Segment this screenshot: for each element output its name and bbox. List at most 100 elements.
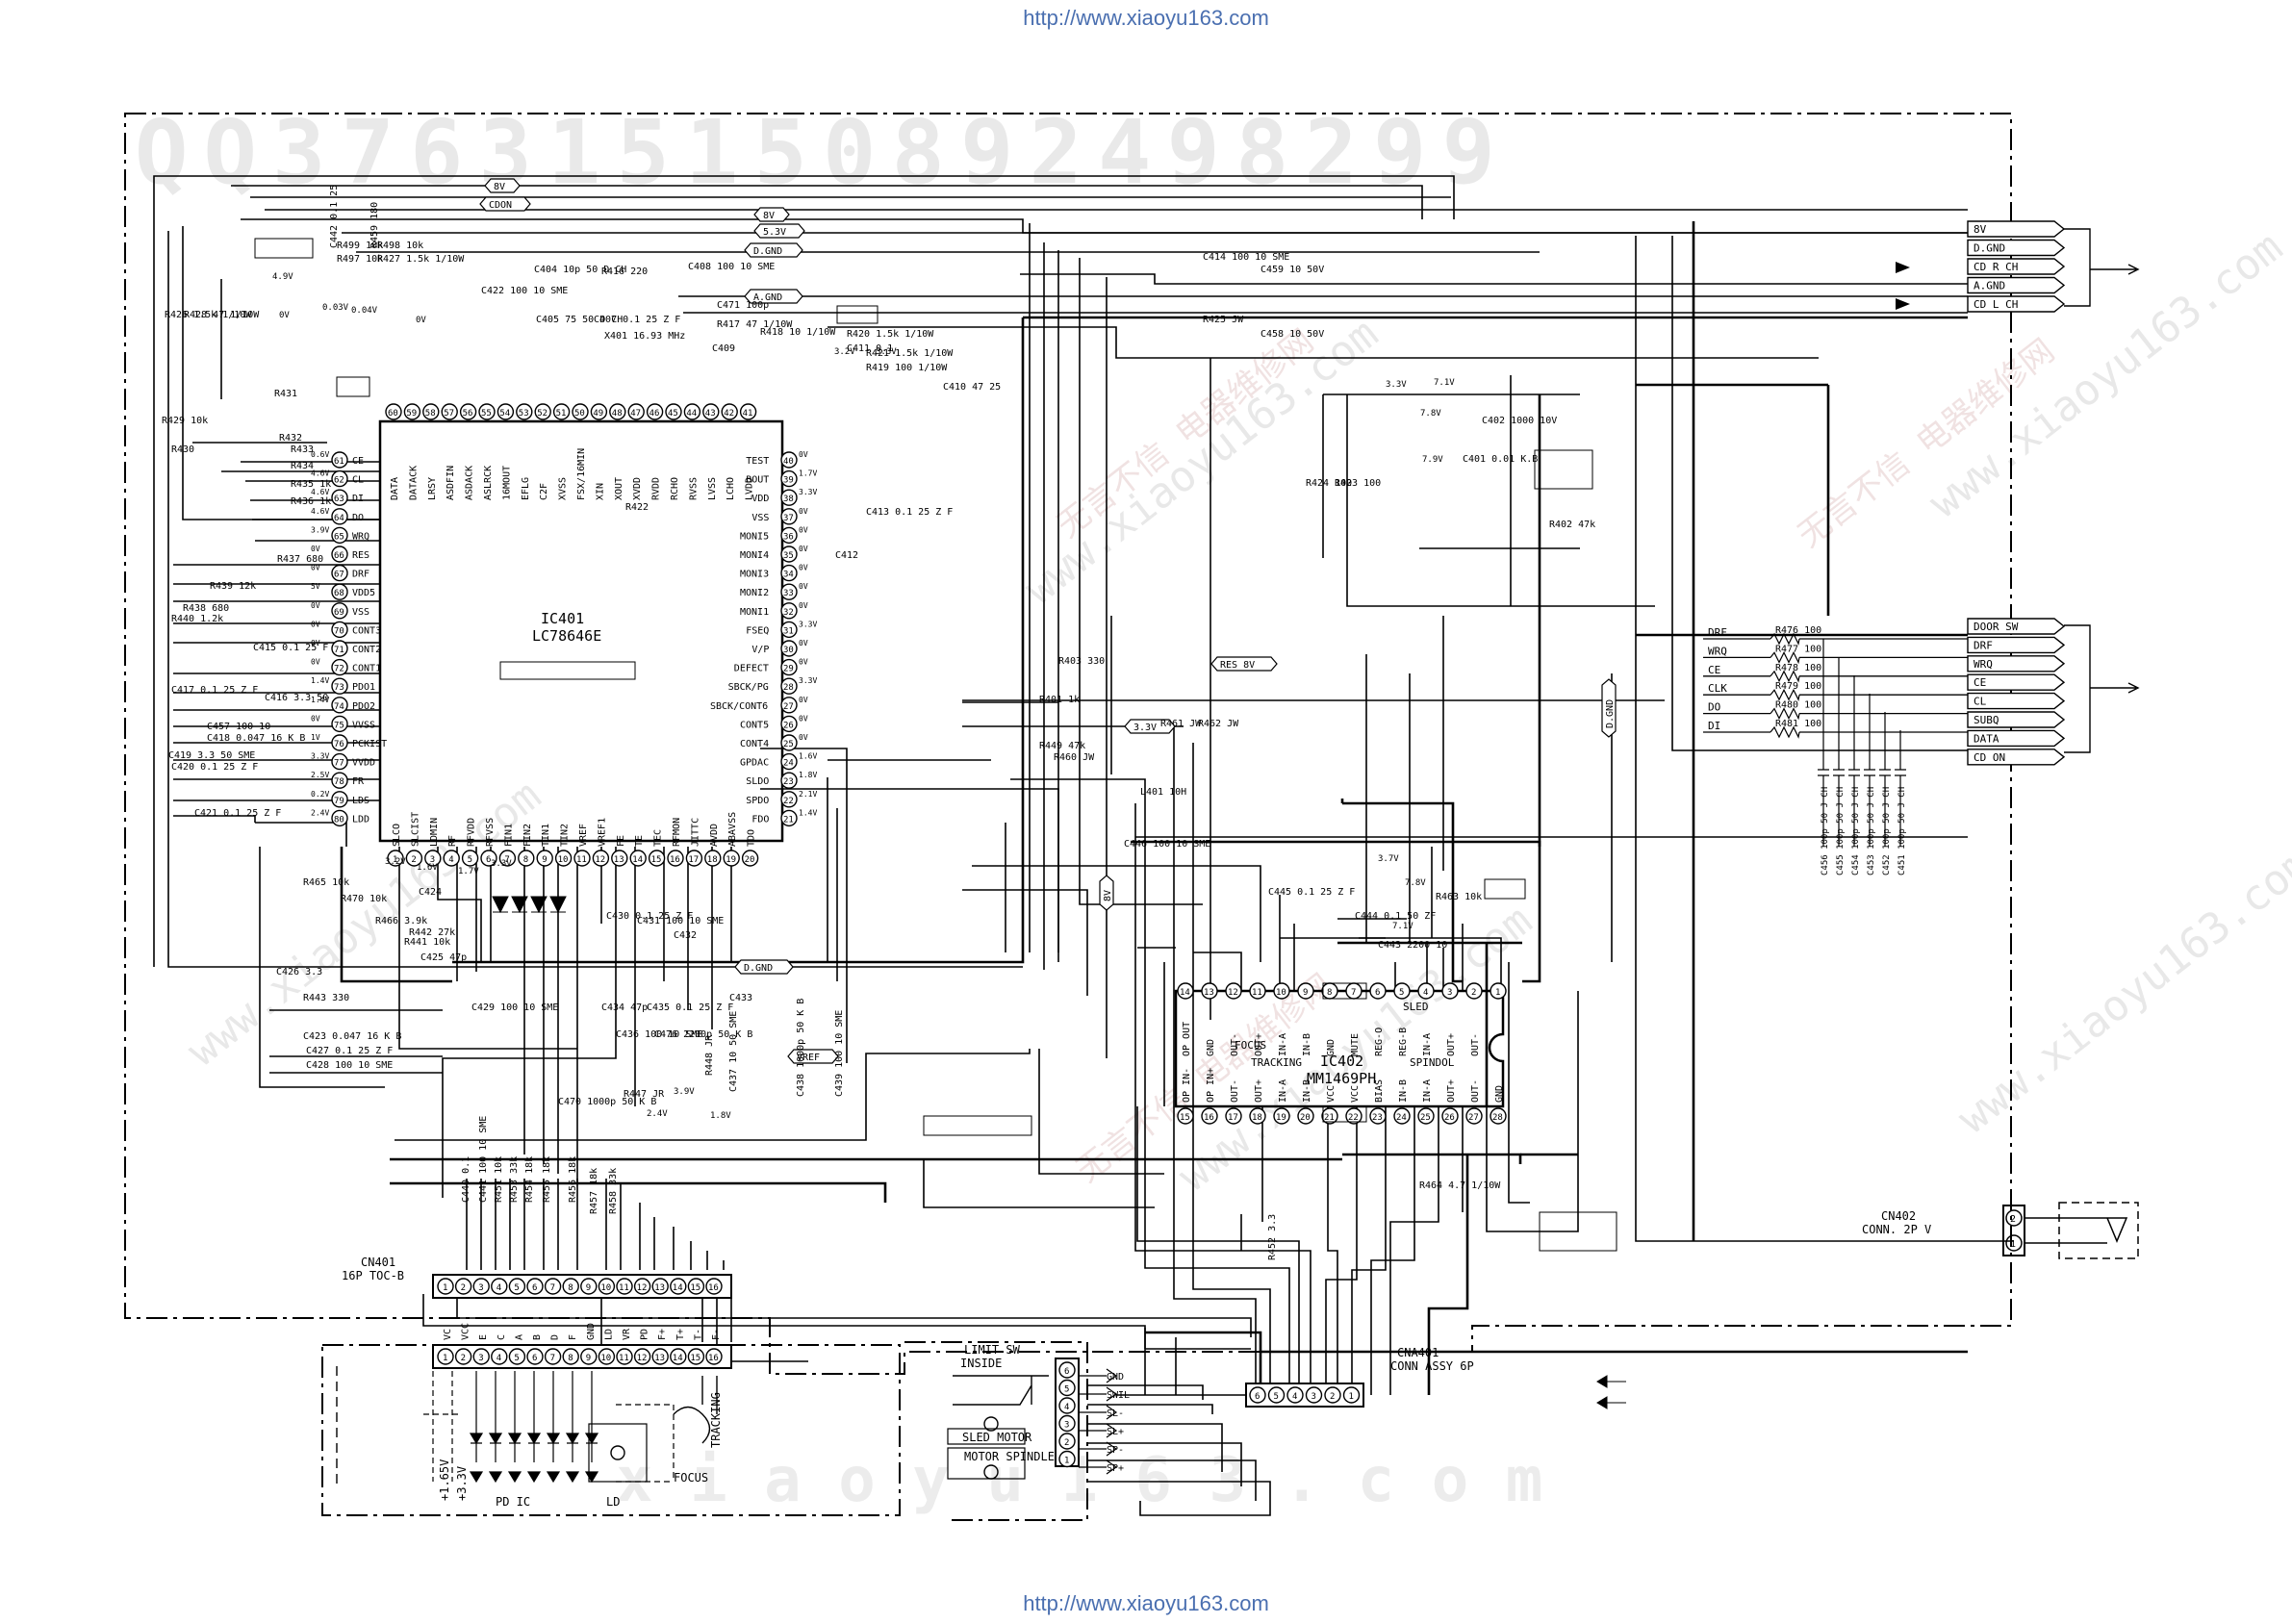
ic402-pin-top-num: 5 [1399,988,1404,998]
cn401-pin-num: 16 [708,1354,719,1363]
ic401-pin-bottom-num: 11 [576,855,587,865]
ic402-pin-bottom-num: 24 [1396,1113,1407,1123]
ic402-pin-bottom [1177,1107,1194,1125]
ic401-pin-left [331,677,348,695]
source-url-bottom[interactable]: http://www.xiaoyu163.com [1023,1591,1269,1615]
source-url-top[interactable]: http://www.xiaoyu163.com [1023,6,1269,30]
ic401-pin-name: SLCIST [410,812,420,847]
ic401-pin-name: DEFECT [734,664,769,674]
ic402-pin-name: IN-B [1398,1079,1409,1103]
cn401-pin-num: 15 [690,1354,700,1363]
voltage-label: 7.1V [1392,922,1413,931]
cn401-pin-num: 2 [461,1354,466,1363]
rail-tag-text: 8V [1103,890,1113,901]
ic401-pin-bottom [518,850,535,867]
output-pin-mid [1967,692,2066,710]
watermark-digit: 1 [548,101,600,204]
spindle-motor-box [947,1447,1026,1480]
ic402-pin-name: OUT- [1230,1079,1240,1103]
ic401-pin-right-num: 27 [783,702,794,712]
ic401-pin-right-num: 24 [783,759,794,769]
ic401-pin-top-num: 58 [425,409,436,419]
ic401-pin-voltage: 1.6V [799,752,817,761]
ic401-pin-voltage: 0V [799,450,808,459]
cn401-pin-num: 9 [586,1283,591,1293]
wire [173,815,347,847]
wire [182,226,380,520]
wire [241,218,1968,234]
ic401-pin-right-num: 29 [783,665,794,674]
cna401-pin [1324,1386,1341,1404]
mech-pin-num: 3 [1064,1421,1069,1431]
ic402-body [1174,989,1505,1108]
ic401-pin-left-num: 79 [334,797,344,806]
ic401-pin-right [780,526,798,545]
watermark-digit: 7 [342,101,395,204]
ic401-pin-right [780,583,798,600]
ic401-pin-name: RFVSS [485,818,496,847]
watermark-digit: 8 [1235,101,1288,204]
voltage-label: 1.7V [458,867,479,876]
ic401-pin-top [385,403,402,420]
pickup-tracking-label: TRACKING [709,1392,723,1448]
ic402-pin-top [1201,982,1218,1000]
ic401-pin-left [331,640,348,657]
ic401-pin-bottom [592,850,610,867]
ic401-pin-bottom-num: 2 [411,855,416,865]
rail-tag-text: 5.3V [763,227,786,238]
ic401-pin-bottom-num: 18 [707,855,718,865]
ic402-group-label: FOCUS [1235,1039,1266,1052]
cn401-label: CN401 [361,1256,395,1269]
ic401-pin-name: FIN2 [522,824,533,847]
component-label: C435 0.1 25 Z F [647,1002,733,1013]
watermark-digit: 9 [1373,101,1426,204]
ic401-pin-right-num: 22 [783,797,794,806]
mech-line-label: GND [1107,1372,1124,1383]
ic401-pin-left [331,772,348,789]
cn401-pin-num: 13 [654,1354,665,1363]
ctrl-cap-label: C451 100p 50 J CH [1897,787,1907,875]
ic401-pin-name: DRF [352,570,369,580]
ic401-pin-name: FSEQ [746,625,769,636]
pickup-wire [423,1371,675,1483]
ic401-pin-name: AVDD [709,824,720,847]
ic401-pin-name: ASLRCK [483,466,494,500]
ic401-pin-bottom-num: 13 [614,855,624,865]
cn401-pin [598,1348,616,1365]
component-label: C444 0.1 50 ZF [1355,911,1436,922]
component-label: C427 0.1 25 Z F [306,1046,393,1056]
ic401-pin-top [552,403,571,420]
ic401-pin-right [780,677,798,695]
cn401-pin [454,1278,472,1295]
component-label: R460 JW [1054,752,1095,763]
component-label: R461 JW [1160,719,1202,729]
limit-sw-label: LIMIT SW [964,1343,1021,1357]
ic401-pin-bottom-num: 15 [651,855,662,865]
ic401-pin-name: LDS [352,796,369,806]
cn401-pin [580,1278,598,1295]
ic402-pin-top-num: 3 [1447,988,1452,998]
ic401-pin-bottom [629,850,647,867]
wire [173,564,380,585]
rail-tag [744,289,803,304]
photodiode [565,1371,580,1484]
ic401-pin-left [331,489,348,506]
ic401-pin-name: FSX/16MIN [576,448,587,500]
component-label: C433 [729,993,752,1003]
component-label: R418 10 1/10W [760,327,836,338]
component-label: C431 100 10 SME [637,916,724,926]
wire [827,777,1001,963]
ic401-pin-bottom-num: 14 [632,855,643,865]
watermark-digit: 0 [823,101,876,204]
component-label: R428 47 1/10W [184,310,260,320]
ic401-pin-name: CONT5 [740,720,769,730]
cn401-pin-num: 11 [619,1354,629,1363]
output-pin-top-text: 8V [1974,223,1987,236]
ic401-pin-bottom [648,850,666,867]
ic402-pin-top-num: 13 [1204,988,1214,998]
pickup-focus-label: FOCUS [674,1471,708,1484]
rail-label: VREF [787,1049,839,1064]
output-arrow-top [2064,228,2140,307]
ic401-part: LC78646E [532,627,601,645]
